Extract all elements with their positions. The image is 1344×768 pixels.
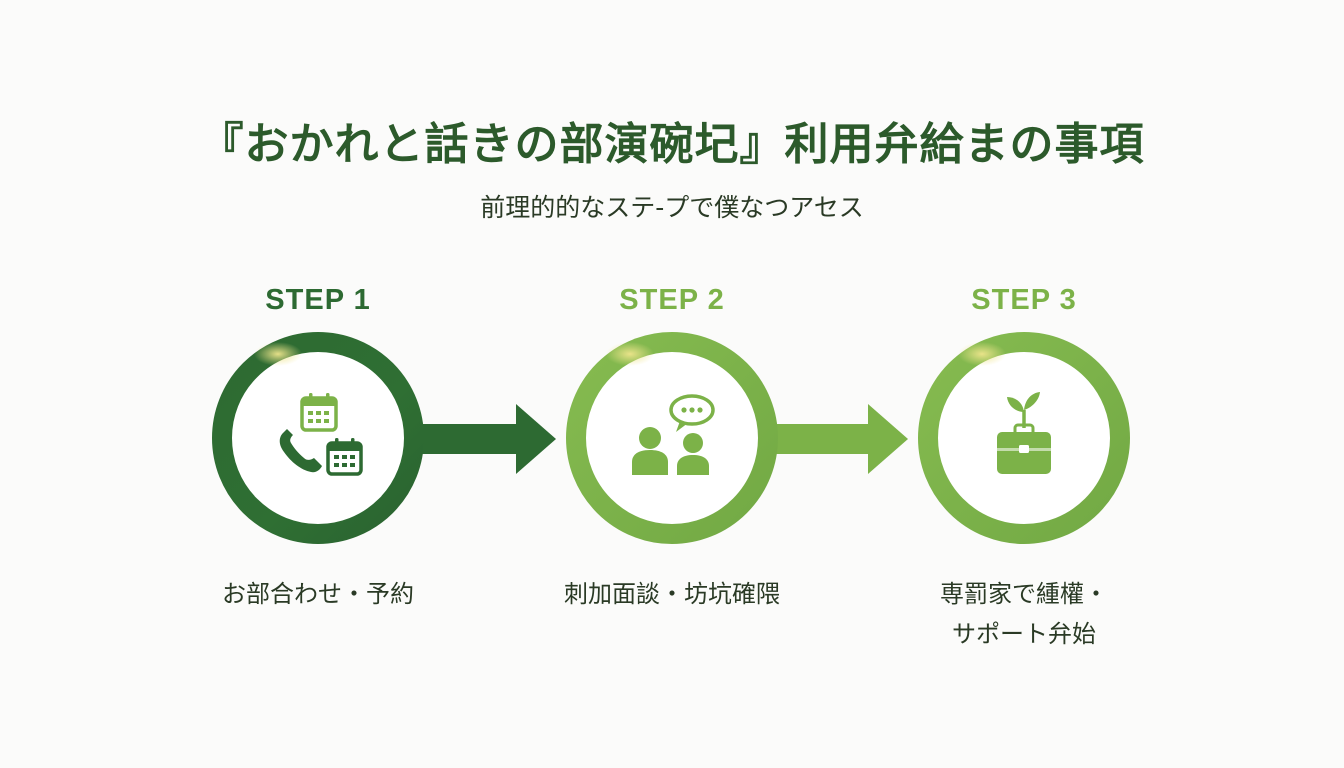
step-3-label: STEP 3 bbox=[971, 284, 1077, 316]
step-1-label: STEP 1 bbox=[265, 284, 371, 316]
arrow-2-to-3 bbox=[762, 404, 908, 474]
step-3-caption-line-1: 専罰家で緟權・ bbox=[940, 580, 1108, 608]
step-2-caption: 刺加面談・坊坑確隈 bbox=[564, 580, 780, 608]
step-1-circle bbox=[212, 332, 424, 544]
chat-bubble-icon bbox=[669, 394, 715, 432]
briefcase-icon bbox=[997, 423, 1051, 474]
step-1-caption: お部合わせ・予約 bbox=[222, 580, 414, 608]
step-2-label: STEP 2 bbox=[619, 284, 725, 316]
step-3-caption-line-2: サポート弁始 bbox=[952, 620, 1096, 648]
arrow-1-to-2 bbox=[408, 404, 556, 474]
people-icon bbox=[632, 427, 709, 475]
step-3-caption: 専罰家で緟權・ サポート弁始 bbox=[864, 574, 1184, 654]
calendar-icon bbox=[300, 393, 338, 432]
page-title: 『おかれと話きの部演碗圮』利用弁給まの事項 bbox=[199, 119, 1145, 170]
page-subtitle: 前理的的なステ-プで僕なつアセス bbox=[480, 193, 864, 222]
phone-icon bbox=[279, 429, 322, 473]
calendar-icon-2 bbox=[326, 438, 363, 476]
step-2-circle bbox=[566, 332, 778, 544]
